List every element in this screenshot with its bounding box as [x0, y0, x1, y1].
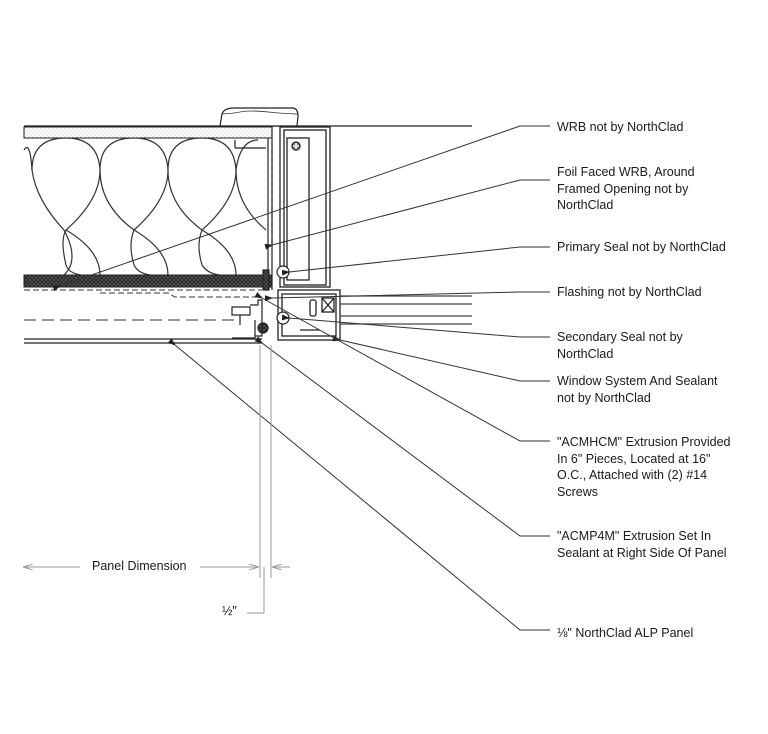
callout-secondary-seal: Secondary Seal not by NorthClad: [557, 330, 683, 361]
exterior-sheathing: [23, 125, 472, 139]
dimension-lines: [24, 345, 290, 614]
panel-dimension-label: Panel Dimension: [88, 559, 191, 573]
batt-insulation: [23, 137, 267, 277]
callout-acmhcm-extrusion: "ACMHCM" Extrusion Provided In 6" Pieces…: [557, 435, 731, 499]
dashed-membranes: [24, 289, 262, 321]
glazing: [340, 295, 472, 325]
gap-dimension-label: ½": [222, 604, 237, 618]
callout-alp-panel: ⅛" NorthClad ALP Panel: [557, 626, 694, 640]
callout-primary-seal: Primary Seal not by NorthClad: [557, 240, 726, 254]
callout-flashing: Flashing not by NorthClad: [557, 285, 702, 299]
leader-lines: [52, 125, 550, 631]
callout-window-system: Window System And Sealant not by NorthCl…: [557, 374, 718, 405]
wood-blocking: [219, 107, 299, 127]
callout-acmp4m-extrusion: "ACMP4M" Extrusion Set In Sealant at Rig…: [557, 529, 727, 560]
window-frame: [277, 126, 341, 341]
callout-wrb: WRB not by NorthClad: [557, 120, 684, 134]
alp-panel: [24, 338, 262, 344]
callout-foil-wrb: Foil Faced WRB, Around Framed Opening no…: [557, 165, 695, 212]
